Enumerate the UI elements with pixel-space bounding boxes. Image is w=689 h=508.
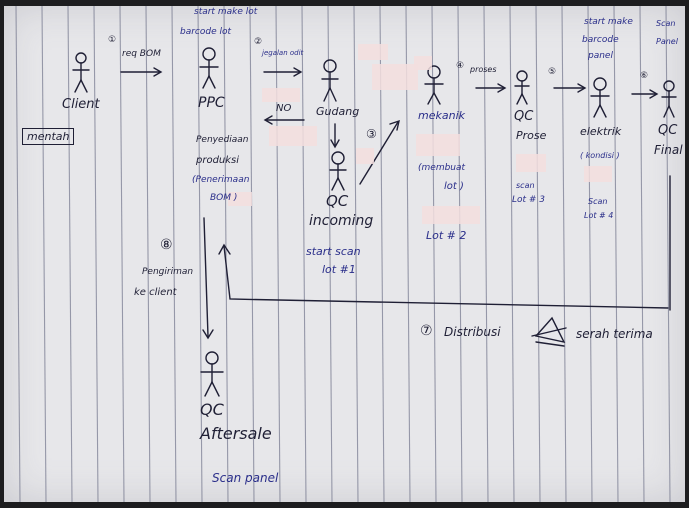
- step-4-marker: ④: [456, 61, 465, 71]
- actor-mekanik-figure: [424, 65, 444, 105]
- start-make-barcode-line-1: start make: [584, 17, 633, 27]
- step-2-marker: ②: [254, 37, 263, 47]
- mentah-box: mentah: [22, 128, 75, 145]
- actor-ppc-figure: [199, 47, 219, 89]
- req-bom-label: req BOM: [122, 49, 161, 59]
- diagram-drawing: [15, 6, 677, 502]
- arrow-ppc-to-gudang: [263, 67, 303, 77]
- scan-panel-line-2: Panel: [656, 37, 678, 46]
- correction-patch: [372, 64, 418, 90]
- ruled-lines: [15, 6, 671, 502]
- step-8-marker: ⑧: [160, 237, 173, 253]
- step-6-marker: ⑥: [640, 71, 649, 81]
- notebook-page: Client PPC Gudang QC incoming mekanik QC…: [4, 6, 685, 502]
- arrow-no-back: [263, 115, 305, 125]
- correction-patch: [516, 154, 546, 172]
- arrow-pengiriman-down: [202, 217, 214, 340]
- actor-qc-aftersale-figure: [200, 351, 224, 397]
- actor-client-label: Client: [62, 97, 100, 112]
- correction-patch: [358, 44, 388, 60]
- arrow-mekanik-to-qc-proses: [475, 83, 507, 93]
- proses-label: proses: [470, 65, 497, 74]
- actor-qc-final-label-1: QC: [658, 123, 678, 138]
- actor-client-figure: [72, 52, 90, 93]
- scan-lot-3-line-2: Lot # 3: [512, 195, 546, 205]
- arrow-elektrik-to-qc-final: [631, 89, 659, 99]
- correction-patch: [414, 56, 432, 70]
- start-scan-line-2: lot #1: [322, 263, 356, 276]
- actor-elektrik-figure: [590, 77, 610, 118]
- mekanik-note-line-2: lot ): [444, 181, 464, 192]
- actor-elektrik-label: elektrik: [580, 125, 622, 138]
- correction-patch: [269, 126, 317, 146]
- actor-gudang-figure: [321, 59, 339, 102]
- correction-patch: [416, 134, 460, 156]
- ppc-note-line-1: Penyediaan: [196, 135, 249, 145]
- actor-gudang-label: Gudang: [316, 105, 360, 118]
- lot-2-label: Lot # 2: [426, 229, 467, 242]
- start-scan-line-1: start scan: [306, 245, 361, 258]
- correction-patch: [584, 166, 612, 182]
- correction-patch: [262, 88, 300, 102]
- start-make-lot-label: start make lot: [194, 7, 258, 17]
- line-distribusi-return: [218, 243, 669, 309]
- serah-terima-mark: [531, 316, 567, 347]
- actor-qc-aftersale-label-2: Aftersale: [200, 424, 272, 443]
- aftersale-scan-panel-label: Scan panel: [212, 471, 279, 485]
- jegalan-odit-label: jegalan odit: [262, 49, 304, 57]
- scan-lot-4-line-1: Scan: [588, 197, 608, 206]
- barcode-lot-label: barcode lot: [180, 27, 232, 37]
- ppc-note-line-2: produksi: [196, 155, 240, 166]
- scan-lot-4-line-2: Lot # 4: [584, 211, 614, 220]
- actor-mekanik-label: mekanik: [418, 109, 465, 122]
- start-make-barcode-line-2: barcode: [582, 35, 619, 45]
- actor-qc-proses-label-1: QC: [514, 109, 534, 124]
- arrow-qc-incoming-to-mekanik: [359, 119, 400, 185]
- distribusi-label: Distribusi: [444, 325, 501, 339]
- actor-qc-final-label-2: Final: [654, 143, 683, 157]
- actor-qc-proses-label-2: Prose: [516, 129, 547, 142]
- arrow-qc-proses-to-elektrik: [553, 83, 587, 93]
- scan-lot-3-line-1: scan: [516, 181, 535, 190]
- step-5-marker: ⑤: [548, 67, 557, 77]
- ppc-note-line-3: (Penerimaan: [192, 175, 250, 185]
- step-1-marker: ①: [108, 35, 117, 45]
- ke-client-label: ke client: [134, 287, 177, 298]
- mekanik-note-line-1: (membuat: [418, 163, 466, 173]
- ppc-note-line-4: BOM ): [210, 193, 238, 203]
- step-7-marker: ⑦: [420, 323, 433, 339]
- correction-patch: [228, 192, 252, 206]
- pengiriman-label: Pengiriman: [142, 267, 194, 277]
- actor-qc-incoming-label-2: incoming: [309, 213, 374, 229]
- step-3-marker: ③: [366, 127, 377, 141]
- actor-qc-proses-figure: [514, 70, 530, 105]
- scan-panel-line-1: Scan: [656, 19, 676, 28]
- correction-patch: [422, 206, 480, 224]
- serah-terima-label: serah terima: [576, 327, 653, 341]
- actor-qc-final-figure: [661, 80, 677, 118]
- arrow-gudang-to-qc-incoming: [330, 123, 340, 149]
- actor-qc-incoming-label-1: QC: [326, 192, 349, 210]
- no-label: NO: [276, 103, 292, 114]
- arrow-req-bom: [120, 67, 163, 77]
- actor-qc-aftersale-label-1: QC: [200, 400, 224, 419]
- actor-ppc-label: PPC: [198, 95, 225, 111]
- start-make-barcode-line-3: panel: [588, 51, 613, 61]
- actor-qc-incoming-figure: [329, 151, 347, 191]
- kondisi-label: ( kondisi ): [580, 151, 620, 160]
- correction-patch: [356, 148, 374, 164]
